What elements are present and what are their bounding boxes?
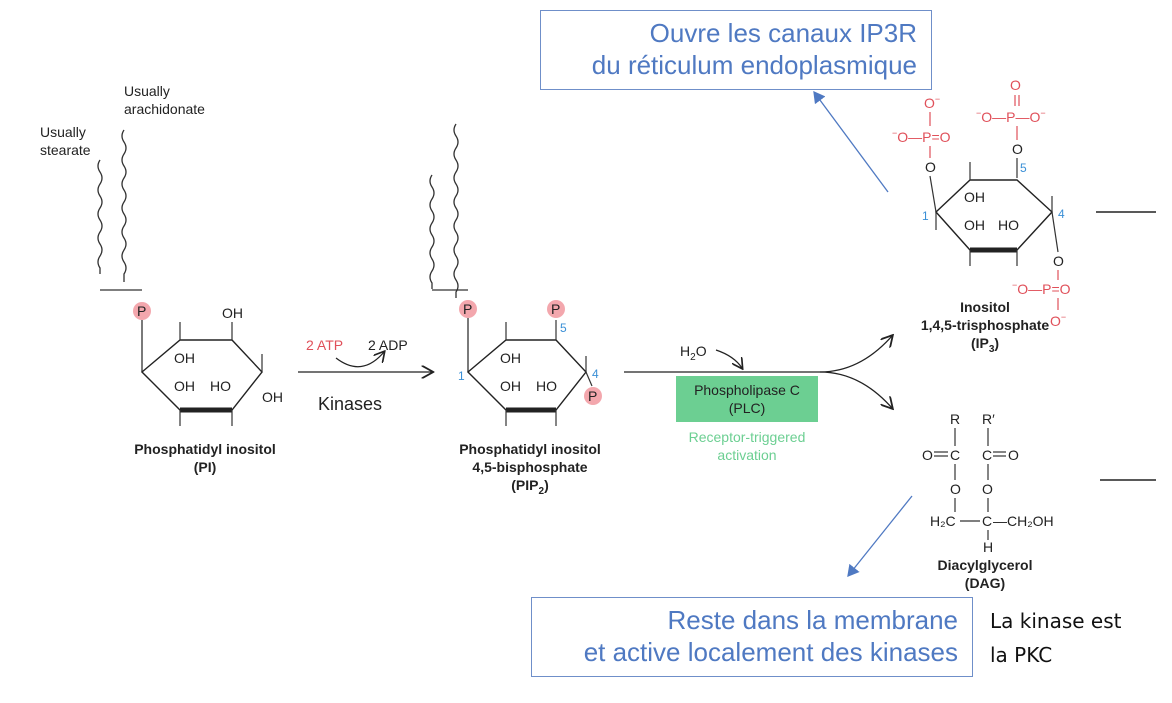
adp-label: 2 ADP xyxy=(368,337,408,353)
pkc-note: La kinase est la PKC xyxy=(990,604,1121,672)
pip2-abbrev: (PIP2) xyxy=(511,477,548,497)
activation-label-line1: Receptor-triggered xyxy=(689,429,806,445)
hydroxyl-label: OH xyxy=(500,350,521,366)
dag-callout-arrow xyxy=(847,495,913,578)
phosphate-label: P xyxy=(588,388,597,404)
pip2-name: Phosphatidyl inositol xyxy=(459,441,601,457)
stearate-label-line1: Usually xyxy=(40,124,86,140)
dag-branch-arrow xyxy=(819,371,892,408)
oxygen-label: O xyxy=(982,481,993,497)
ring-number-5: 5 xyxy=(560,321,567,335)
atp-adp-curve xyxy=(335,352,384,368)
carbon-label: C xyxy=(950,447,960,463)
phosphate-label: O− xyxy=(1050,312,1066,329)
plc-abbrev: (PLC) xyxy=(729,400,766,416)
hydroxyl-label: OH xyxy=(174,350,195,366)
ch2oh-group: —CH₂OH xyxy=(993,513,1054,529)
hydroxyl-label: OH xyxy=(964,217,985,233)
pi-structure: P OH OH OH HO OH Usually stearate Usuall… xyxy=(40,83,283,475)
phosphate-label: O− xyxy=(924,94,940,111)
phosphate-circle xyxy=(459,300,477,318)
pkc-note-line1: La kinase est xyxy=(990,609,1122,633)
water-label: H2O xyxy=(680,343,707,363)
ip3-effect-line1: Ouvre les canaux IP3R xyxy=(649,18,917,48)
pip2-ring xyxy=(466,339,587,411)
pi-ring xyxy=(140,339,263,411)
r-prime-group: R′ xyxy=(982,411,995,427)
carbon-label: C xyxy=(982,447,992,463)
phosphate-label: P xyxy=(463,301,472,317)
ring-number-4: 4 xyxy=(1058,207,1065,221)
arachidonate-chain xyxy=(121,129,127,282)
dag-effect-line1: Reste dans la membrane xyxy=(667,605,958,635)
ring-number-1: 1 xyxy=(922,209,929,223)
ip3-ring xyxy=(935,179,1053,251)
oxygen-label: O xyxy=(922,447,933,463)
ring-number-1: 1 xyxy=(458,369,465,383)
kinases-label: Kinases xyxy=(318,394,382,414)
ring-number-4: 4 xyxy=(592,367,599,381)
pip2-structure: P P P OH OH HO 1 4 5 Phosphatidyl inosit… xyxy=(429,123,602,497)
phosphate-circle xyxy=(584,387,602,405)
oxygen-label: O xyxy=(1008,447,1019,463)
kinase-step: 2 ATP 2 ADP Kinases xyxy=(298,337,432,414)
oxygen-label: O xyxy=(925,159,936,175)
ip3-effect-line2: du réticulum endoplasmique xyxy=(591,50,917,80)
hydroxyl-label: HO xyxy=(210,378,231,394)
activation-label-line2: activation xyxy=(717,447,776,463)
plc-name: Phospholipase C xyxy=(694,382,800,398)
hydroxyl-label: HO xyxy=(536,378,557,394)
stearate-label-line2: stearate xyxy=(40,142,91,158)
phosphate-label: P xyxy=(137,303,146,319)
ip3-abbrev: (IP3) xyxy=(971,335,999,355)
arachidonate-label-line2: arachidonate xyxy=(124,101,205,117)
pip2-name-line2: 4,5-bisphosphate xyxy=(472,459,587,475)
phosphate-label: −O—P=O xyxy=(892,128,951,145)
pi-abbrev: (PI) xyxy=(194,459,217,475)
plc-box xyxy=(676,376,818,422)
phosphate-label: −O—P=O xyxy=(1012,280,1071,297)
ip3-branch-arrow xyxy=(624,336,892,373)
arachidonate-label-line1: Usually xyxy=(124,83,170,99)
dag-effect-line2: et active localement des kinases xyxy=(583,637,958,667)
stearate-chain xyxy=(97,159,103,274)
pkc-note-line2: la PKC xyxy=(990,643,1053,667)
oxygen-label: O xyxy=(950,481,961,497)
ip3-name-line2: 1,4,5-trisphosphate xyxy=(921,317,1050,333)
oxygen-label: O xyxy=(1010,77,1021,93)
hydroxyl-label: OH xyxy=(262,389,283,405)
ip3-name: Inositol xyxy=(960,299,1010,315)
plc-step: H2O Phospholipase C (PLC) Receptor-trigg… xyxy=(624,336,892,463)
carbon-label: C xyxy=(982,513,992,529)
hydrogen-label: H xyxy=(983,539,993,555)
hydroxyl-label: HO xyxy=(998,217,1019,233)
dag-name: Diacylglycerol xyxy=(938,557,1033,573)
oxygen-label: O xyxy=(1012,141,1023,157)
pi-name: Phosphatidyl inositol xyxy=(134,441,276,457)
phosphate-label: −O—P—O− xyxy=(976,108,1046,125)
ip3-effect-callout: Ouvre les canaux IP3R du réticulum endop… xyxy=(540,10,932,90)
oxygen-label: O xyxy=(1053,253,1064,269)
hydroxyl-label: OH xyxy=(222,305,243,321)
phosphate-label: P xyxy=(551,301,560,317)
ip3-structure: O− −O—P=O O O −O—P—O− O OH OH HO 1 4 5 O… xyxy=(892,77,1156,355)
r-group: R xyxy=(950,411,960,427)
phosphate-circle xyxy=(547,300,565,318)
hydroxyl-label: OH xyxy=(964,189,985,205)
ch2-group: H₂C xyxy=(930,513,956,529)
dag-structure: R R′ O C C O O O H₂C C —CH₂OH H Diacylgl… xyxy=(922,411,1156,591)
ring-number-5: 5 xyxy=(1020,161,1027,175)
hydroxyl-label: OH xyxy=(500,378,521,394)
ip3-callout-arrow xyxy=(813,90,889,193)
hydroxyl-label: OH xyxy=(174,378,195,394)
atp-label: 2 ATP xyxy=(306,337,343,353)
dag-abbrev: (DAG) xyxy=(965,575,1005,591)
dag-effect-callout: Reste dans la membrane et active localem… xyxy=(531,597,973,677)
phosphate-circle xyxy=(133,302,151,320)
